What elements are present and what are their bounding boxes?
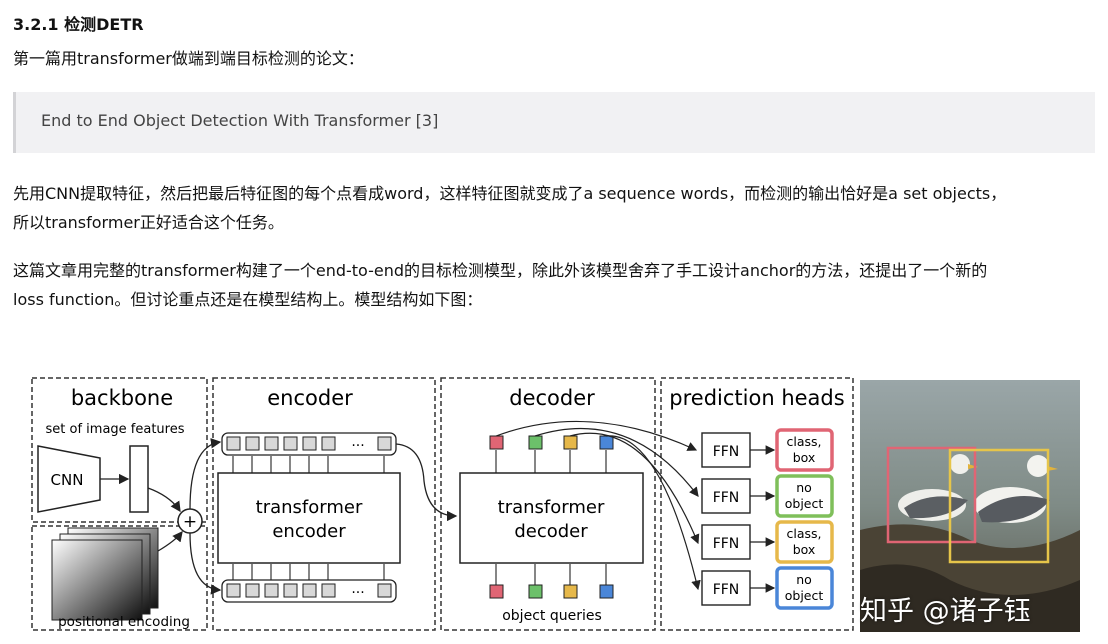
transformer-encoder-box <box>217 472 401 564</box>
paragraph-1-line-1: 先用CNN提取特征，然后把最后特征图的每个点看成word，这样特征图就变成了a … <box>13 184 1007 203</box>
output-box-3 <box>775 520 834 564</box>
output-2-line-2: object <box>785 496 824 511</box>
set-of-features-label: set of image features <box>46 422 185 437</box>
transformer-decoder-box <box>459 472 644 564</box>
feature-map-block <box>129 445 149 513</box>
decoder-box-line-1: transformer <box>498 497 605 518</box>
encoder-title: encoder <box>267 386 353 410</box>
section-heading: 3.2.1 检测DETR <box>13 15 144 34</box>
output-3-line-2: box <box>793 542 816 557</box>
ffn-label-2: FFN <box>713 490 740 506</box>
decoder-box-line-2: decoder <box>514 521 588 542</box>
quote-text: End to End Object Detection With Transfo… <box>41 111 439 130</box>
output-box-4 <box>775 566 834 610</box>
output-3-line-1: class, <box>786 526 821 541</box>
decoder-title: decoder <box>509 386 595 410</box>
output-4-line-2: object <box>785 588 824 603</box>
output-4-line-1: no <box>796 572 812 587</box>
seagull-photo <box>860 380 1080 632</box>
detr-architecture-figure: backbone set of image features encoder d… <box>30 376 1082 634</box>
positional-encoding-block <box>51 539 143 621</box>
ffn-label-1: FFN <box>713 444 740 460</box>
zhihu-watermark: 知乎 @诸子钰 <box>860 596 1031 627</box>
architecture-diagram: backbone set of image features encoder d… <box>31 377 854 631</box>
ffn-box-1 <box>701 432 751 468</box>
ffn-label-3: FFN <box>713 536 740 552</box>
paragraph-2-line-2: loss function。但讨论重点还是在模型结构上。模型结构如下图： <box>13 290 483 309</box>
output-box-1 <box>775 428 834 472</box>
backbone-title: backbone <box>71 386 173 410</box>
paragraph-1-line-2: 所以transformer正好适合这个任务。 <box>13 213 284 232</box>
output-2-line-1: no <box>796 480 812 495</box>
prediction-heads-title: prediction heads <box>669 386 844 410</box>
cnn-label: CNN <box>51 471 84 489</box>
object-queries-label: object queries <box>502 608 602 624</box>
paragraph-1: 先用CNN提取特征，然后把最后特征图的每个点看成word，这样特征图就变成了a … <box>13 179 1098 237</box>
ffn-label-4: FFN <box>713 582 740 598</box>
paragraph-2-line-1: 这篇文章用完整的transformer构建了一个end-to-end的目标检测模… <box>13 261 988 280</box>
cnn-block <box>37 445 101 513</box>
encoder-box-line-1: transformer <box>256 497 363 518</box>
encoder-box-line-2: encoder <box>272 521 346 542</box>
paragraph-2: 这篇文章用完整的transformer构建了一个end-to-end的目标检测模… <box>13 256 1098 314</box>
intro-text: 第一篇用transformer做端到端目标检测的论文： <box>13 49 364 68</box>
output-1-line-1: class, <box>786 434 821 449</box>
output-box-2 <box>775 474 834 518</box>
positional-encoding-label: positional encoding <box>58 614 190 630</box>
ffn-box-4 <box>701 570 751 606</box>
output-1-line-2: box <box>793 450 816 465</box>
plus-label: + <box>183 512 197 532</box>
blockquote: End to End Object Detection With Transfo… <box>13 92 1095 153</box>
encoder-bottom-ellipsis: ··· <box>351 585 364 601</box>
encoder-top-ellipsis: ··· <box>351 438 364 454</box>
ffn-box-3 <box>701 524 751 560</box>
